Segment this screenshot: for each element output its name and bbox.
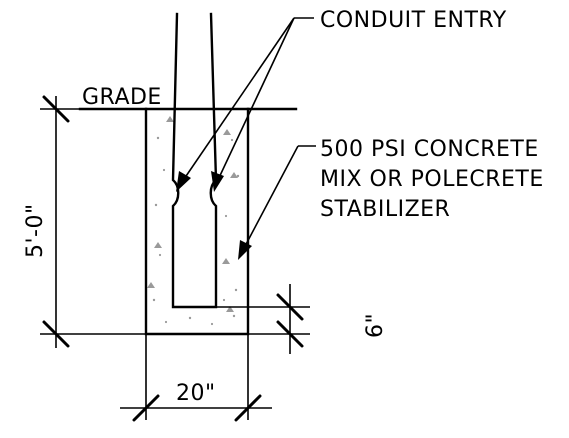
depth-dimension [40,95,146,348]
conduit-entry-leader [176,17,314,192]
concrete-label-line3: STABILIZER [320,197,450,222]
pole-outline [171,12,218,309]
depth-dimension-label: 5'-0" [23,203,48,258]
concrete-stipple [147,116,240,326]
bottom-clearance-dimension [216,284,310,354]
width-dimension [120,334,272,422]
grade-label: GRADE [82,85,162,110]
conduit-entry-label: CONDUIT ENTRY [320,8,507,33]
concrete-footing-outline [144,107,250,336]
bottom-clearance-label: 6" [363,313,388,338]
concrete-leader [238,145,316,260]
width-dimension-label: 20" [176,381,216,406]
concrete-label-line1: 500 PSI CONCRETE [320,137,539,162]
concrete-label-line2: MIX OR POLECRETE [320,167,544,192]
